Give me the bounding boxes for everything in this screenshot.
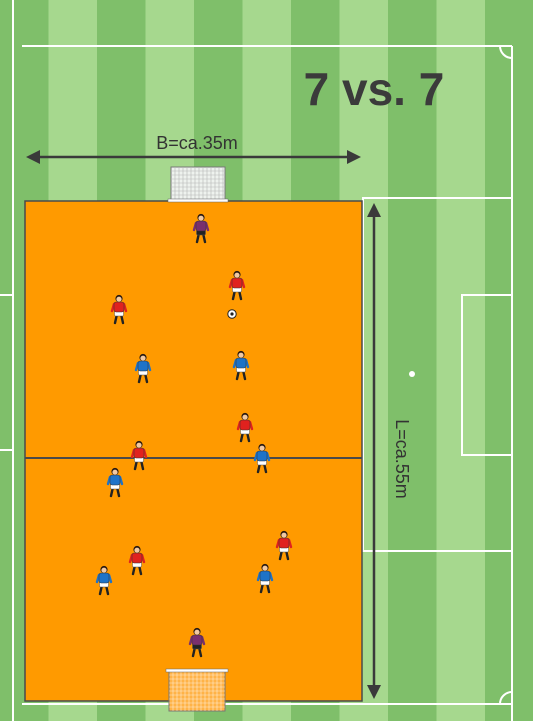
- grass-stripe: [485, 0, 533, 721]
- top-goal: [168, 167, 228, 202]
- page-title: 7 vs. 7: [304, 63, 445, 115]
- length-label: L=ca.55m: [392, 419, 412, 499]
- bottom-goal: [166, 669, 228, 711]
- drill-field: [25, 201, 362, 701]
- width-label: B=ca.35m: [156, 133, 238, 153]
- ball-icon: [228, 310, 236, 318]
- ball-layer: [228, 310, 236, 318]
- penalty-spot: [409, 371, 415, 377]
